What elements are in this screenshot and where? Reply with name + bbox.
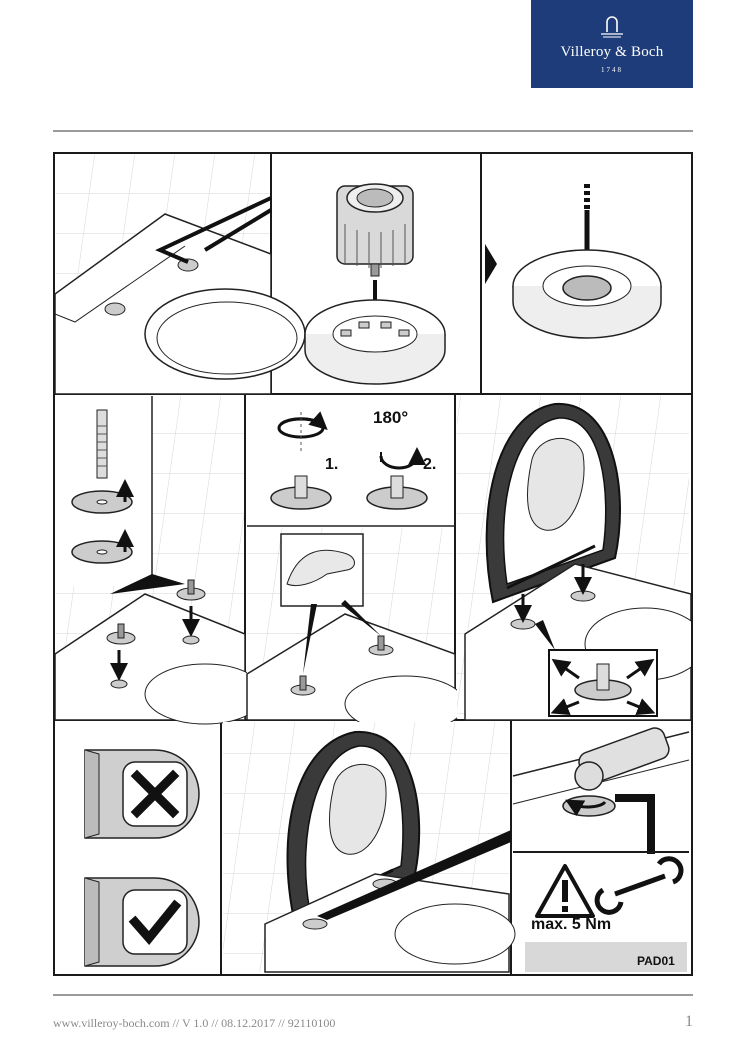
cross-icon	[130, 769, 180, 819]
check-icon	[128, 899, 182, 945]
arrow-icon	[485, 244, 497, 284]
panel-seat-mount	[457, 396, 691, 721]
instruction-illustrations	[55, 154, 691, 974]
panel-plug-pressed	[512, 184, 662, 339]
panel-rotate-align	[246, 411, 466, 733]
brand-name: Villeroy & Boch	[560, 44, 664, 60]
page-number: 1	[685, 1013, 693, 1030]
document-code: PAD01	[637, 954, 675, 968]
panel-toilet-holes	[55, 155, 306, 395]
fountain-icon	[601, 16, 623, 38]
instruction-frame: 180° 1. 2. max. 5 Nm PAD01	[53, 152, 693, 976]
torque-label: max. 5 Nm	[531, 916, 612, 933]
panel-bolt-washers	[55, 396, 266, 725]
warning-icon	[535, 864, 595, 918]
brand-year: 1748	[601, 66, 623, 74]
panel-seat-installed	[223, 722, 516, 973]
panel-insert-plug	[304, 183, 446, 385]
step-2-label: 2.	[423, 456, 437, 473]
rotate-degrees-label: 180°	[373, 408, 409, 427]
step-1-label: 1.	[325, 456, 339, 473]
panel-tighten	[512, 722, 690, 972]
rotate-icon	[565, 799, 607, 817]
footer-text: www.villeroy-boch.com // V 1.0 // 08.12.…	[53, 1016, 336, 1030]
wrench-icon	[594, 856, 684, 915]
panel-wrong-right	[84, 749, 200, 967]
brand-logo: Villeroy & Boch 1748	[531, 0, 693, 88]
header-rule	[53, 130, 693, 132]
footer-rule	[53, 994, 693, 996]
